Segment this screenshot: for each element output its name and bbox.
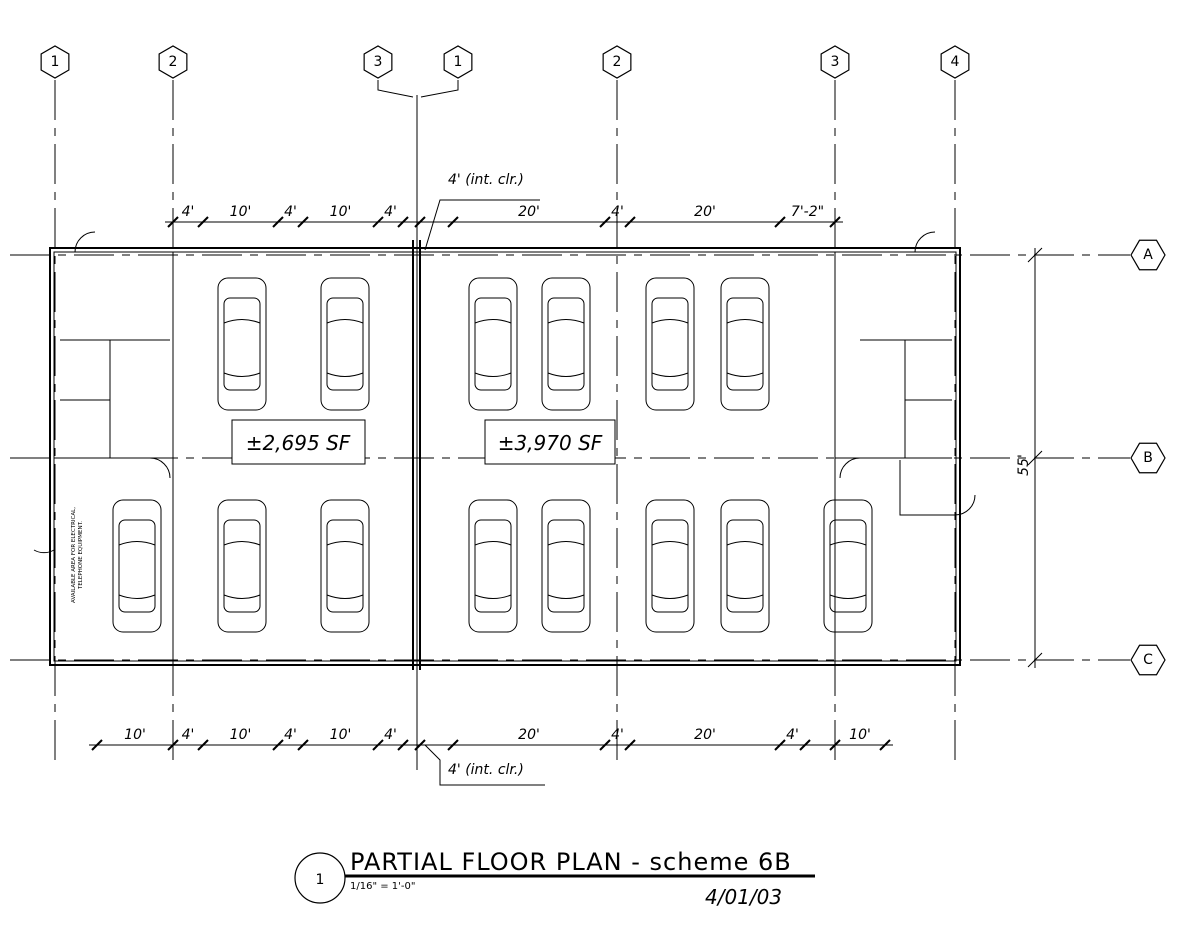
grid-label: 2 [613,54,622,70]
grid-label: C [1143,652,1153,668]
building-outline [33,231,976,670]
dimension-label: 4' [611,204,624,220]
overall-dimension: 55' [1016,247,1043,668]
dimension-label: 20' [694,727,716,743]
grid-label: 1 [51,54,60,70]
car-symbol [468,277,518,411]
dimension-label: 20' [518,204,540,220]
title-number-circle [294,852,346,904]
dimension-label: 10' [330,727,352,743]
area-label-right: ±3,970 SF [484,419,616,465]
dimension-label: 4' [182,727,195,743]
grid-bubble-top: 3 [820,45,850,79]
grid-label: 3 [374,54,383,70]
dimension-label: 20' [694,204,716,220]
car-symbol [320,277,370,411]
car-symbol [645,277,695,411]
clearance-top-text: 4' (int. clr.) [448,172,524,188]
depth-dimension: 55' [1016,454,1032,476]
dimension-label: 4' [611,727,624,743]
dimension-label: 10' [230,204,252,220]
note-line-2: TELEPHONE EQUIPMENT. [78,521,84,590]
grid-bubble-top: 3 [363,45,393,79]
area-left-text: ±2,695 SF [246,431,351,455]
dimension-label: 10' [330,204,352,220]
dimension-label: 10' [230,727,252,743]
car-symbol [320,499,370,633]
dimension-label: 7'-2" [791,204,824,220]
grid-bubble-top: 1 [40,45,70,79]
dimension-label: 4' [284,727,297,743]
drawing-title-block: 1 PARTIAL FLOOR PLAN - scheme 6B 1/16" =… [294,848,815,909]
dimension-label: 4' [384,727,397,743]
grid-label: 1 [454,54,463,70]
dimension-label: 10' [849,727,871,743]
dimension-label: 4' [384,204,397,220]
grid-label: 4 [951,54,960,70]
grid-bubble-top: 4 [940,45,970,79]
parking-stalls [112,277,873,633]
area-right-text: ±3,970 SF [498,431,603,455]
grid-label: 3 [831,54,840,70]
car-symbol [720,277,770,411]
dimension-label: 4' [284,204,297,220]
dimension-label: 10' [124,727,146,743]
equipment-note: AVAILABLE AREA FOR ELECTRICAL, TELEPHONE… [71,507,84,603]
dimension-label: 20' [518,727,540,743]
grid-bubbles: 1 2 3 1 2 3 4A B C [40,45,1166,676]
drawing-date: 4/01/03 [705,885,782,909]
car-symbol [541,499,591,633]
grid-bubble-right: A [1130,239,1166,271]
car-symbol [823,499,873,633]
grid-label: A [1143,247,1153,263]
grid-bubble-top: 2 [602,45,632,79]
dimension-strings: 4'10'4'10'4'20'4'20'7'-2"10'4'10'4'10'4'… [89,204,893,751]
area-label-left: ±2,695 SF [231,419,366,465]
car-symbol [112,499,162,633]
grid-label: 2 [169,54,178,70]
clearance-bottom-text: 4' (int. clr.) [448,762,524,778]
bottom-dimensions: 10' 4' 10' 4' 10' 4' 20' 4' 20' 4' 10' [89,727,893,751]
car-symbol [720,499,770,633]
clearance-callout-bottom: 4' (int. clr.) [424,744,545,786]
clearance-callout-top: 4' (int. clr.) [424,172,540,251]
grid-bubble-top: 2 [158,45,188,79]
grid-label: B [1143,450,1153,466]
car-symbol [217,277,267,411]
grid-bubble-right: B [1130,442,1166,474]
note-line-1: AVAILABLE AREA FOR ELECTRICAL, [71,507,77,603]
dimension-label: 4' [182,204,195,220]
drawing-scale: 1/16" = 1'-0" [350,881,415,892]
car-symbol [541,277,591,411]
top-dimensions: 4' 10' 4' 10' 4' 20' 4' 20' 7'-2" [165,204,843,228]
title-number: 1 [316,872,325,888]
car-symbol [468,499,518,633]
car-symbol [217,499,267,633]
car-symbol [645,499,695,633]
dimension-label: 4' [786,727,799,743]
grid-bubble-top: 1 [443,45,473,79]
grid-bubble-right: C [1130,644,1166,676]
drawing-title: PARTIAL FLOOR PLAN - scheme 6B [350,848,792,876]
